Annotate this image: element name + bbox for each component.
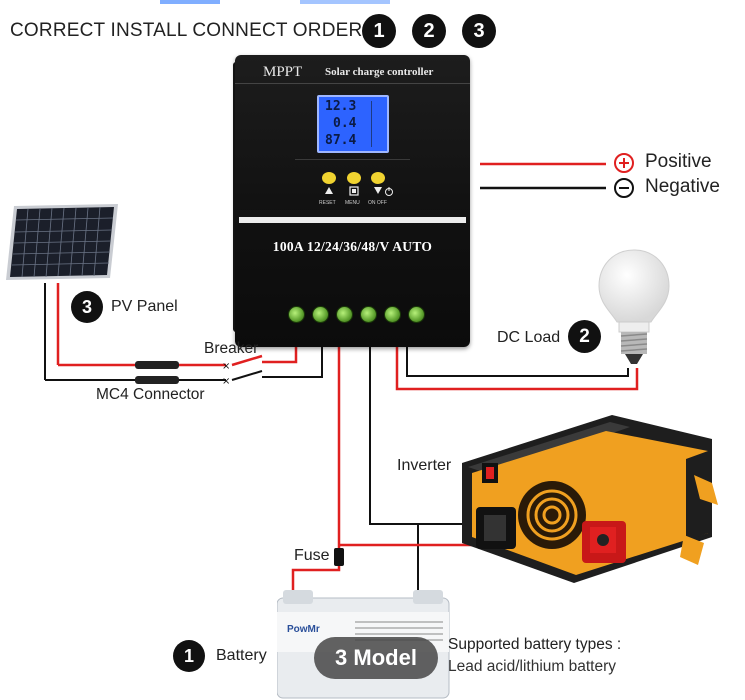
load-negative-wire [406,345,629,377]
breaker-switch-negative [231,370,263,381]
breaker-contact: × [222,376,230,387]
supported-battery-types: Lead acid/lithium battery [448,658,617,675]
step-badge-2: 2 [412,14,446,48]
inverter-image [462,415,718,583]
pv-panel-label: PV Panel [111,298,178,315]
on-off-button-label: ON OFF [368,200,387,206]
supported-battery-title: Supported battery types : [448,636,622,653]
battery-step-badge: 1 [173,640,205,672]
controller-rating: 100A 12/24/36/48/V AUTO [272,239,433,254]
step-badge-3: 3 [462,14,496,48]
battery-negative-wire [369,345,418,525]
terminal-screw [360,306,377,323]
breaker-label: Breaker [204,340,259,357]
battery-label: Battery [216,647,267,664]
breaker-contact: × [222,361,230,372]
lcd-voltage: 12.3 [325,99,357,114]
negative-legend-label: Negative [645,176,720,197]
fuse-label: Fuse [294,547,330,564]
mc4-connector-positive [135,361,179,369]
negative-symbol-icon [614,178,634,198]
controller-white-band [239,217,466,223]
mc4-connector-negative [135,376,179,384]
solar-panel-image [6,204,118,280]
on-off-button[interactable] [371,172,385,184]
lcd-current: 0.4 [333,116,357,131]
power-toggle-icon [374,187,393,196]
button-panel-divider [295,159,410,160]
top-edge-mark [300,0,390,4]
terminal-screw [312,306,329,323]
load-positive-wire [395,345,639,391]
menu-button[interactable] [347,172,361,184]
fuse-body [334,548,344,566]
model-count-badge[interactable]: 3 Model [314,637,438,679]
controller-model: Solar charge controller [325,66,434,78]
pv-step-badge: 3 [71,291,103,323]
install-order-heading: CORRECT INSTALL CONNECT ORDER: [10,20,368,41]
reset-arrow-icon [325,187,333,194]
solar-charge-controller: MPPT Solar charge controller 12.3 0.4 87… [235,55,470,347]
reset-button-label: RESET [319,200,336,206]
mc4-connector-label: MC4 Connector [96,386,205,403]
menu-icon [349,186,359,196]
lcd-gridline [371,101,372,147]
controller-divider [235,83,470,84]
led-bulb-image [598,249,670,364]
positive-symbol-icon [614,153,634,173]
terminal-screw [336,306,353,323]
dc-load-label: DC Load [497,329,561,346]
step-badge-1: 1 [362,14,396,48]
reset-button[interactable] [322,172,336,184]
lcd-display: 12.3 0.4 87.4 [317,95,389,153]
dc-load-step-badge: 2 [568,320,601,353]
controller-brand: MPPT [263,64,303,80]
terminal-screw [384,306,401,323]
battery-brand: PowMr [287,624,320,635]
terminal-screw [408,306,425,323]
positive-legend-label: Positive [645,151,712,172]
top-edge-mark [160,0,220,4]
breaker-switch-positive [231,354,263,367]
terminal-screw [288,306,305,323]
inverter-label: Inverter [397,457,452,474]
menu-button-label: MENU [345,200,360,206]
lcd-power: 87.4 [325,133,357,148]
